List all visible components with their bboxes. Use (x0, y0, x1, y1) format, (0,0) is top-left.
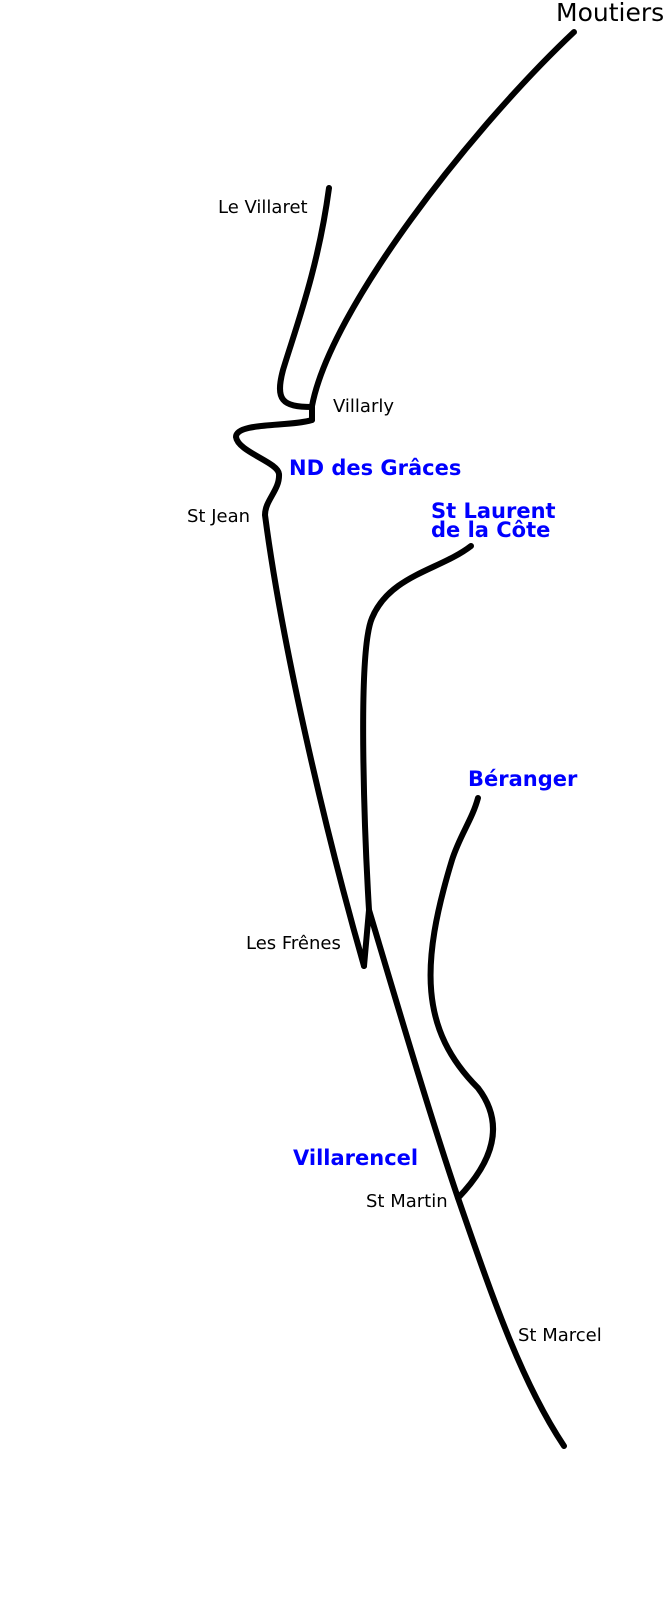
road-villarly-st-jean (233, 417, 367, 969)
place-label-villarly: Villarly (333, 396, 394, 417)
place-label-st-jean: St Jean (187, 506, 250, 527)
place-label-st-laurent-line1: St Laurent (431, 499, 556, 523)
place-label-st-laurent-line2: de la Côte (431, 518, 550, 542)
road-le-villaret (276, 185, 332, 410)
place-label-st-martin: St Martin (366, 1191, 448, 1212)
road-beranger (427, 795, 497, 1201)
road-les-frenes-st-marcel (361, 907, 567, 1449)
place-label-moutiers: Moutiers (556, 0, 664, 27)
place-label-villarencel: Villarencel (293, 1146, 418, 1170)
place-label-nd-des-graces: ND des Grâces (289, 456, 461, 480)
place-label-les-frenes: Les Frênes (246, 933, 341, 954)
road-moutiers-villarly (309, 29, 577, 423)
place-label-le-villaret: Le Villaret (218, 197, 308, 218)
place-label-st-marcel: St Marcel (518, 1325, 602, 1346)
place-label-beranger: Béranger (468, 767, 578, 791)
road-st-laurent (360, 543, 474, 913)
